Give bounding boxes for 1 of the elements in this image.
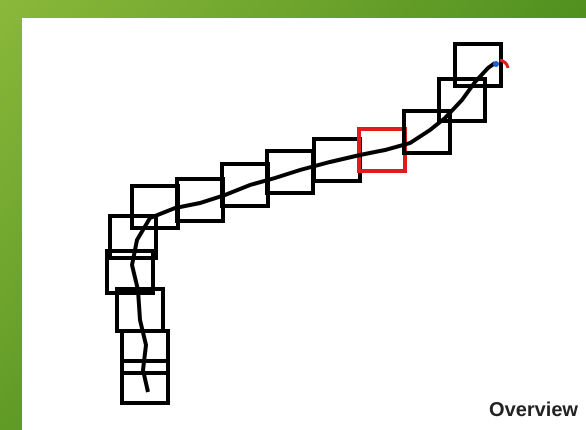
overview-label: Overview: [489, 399, 578, 422]
